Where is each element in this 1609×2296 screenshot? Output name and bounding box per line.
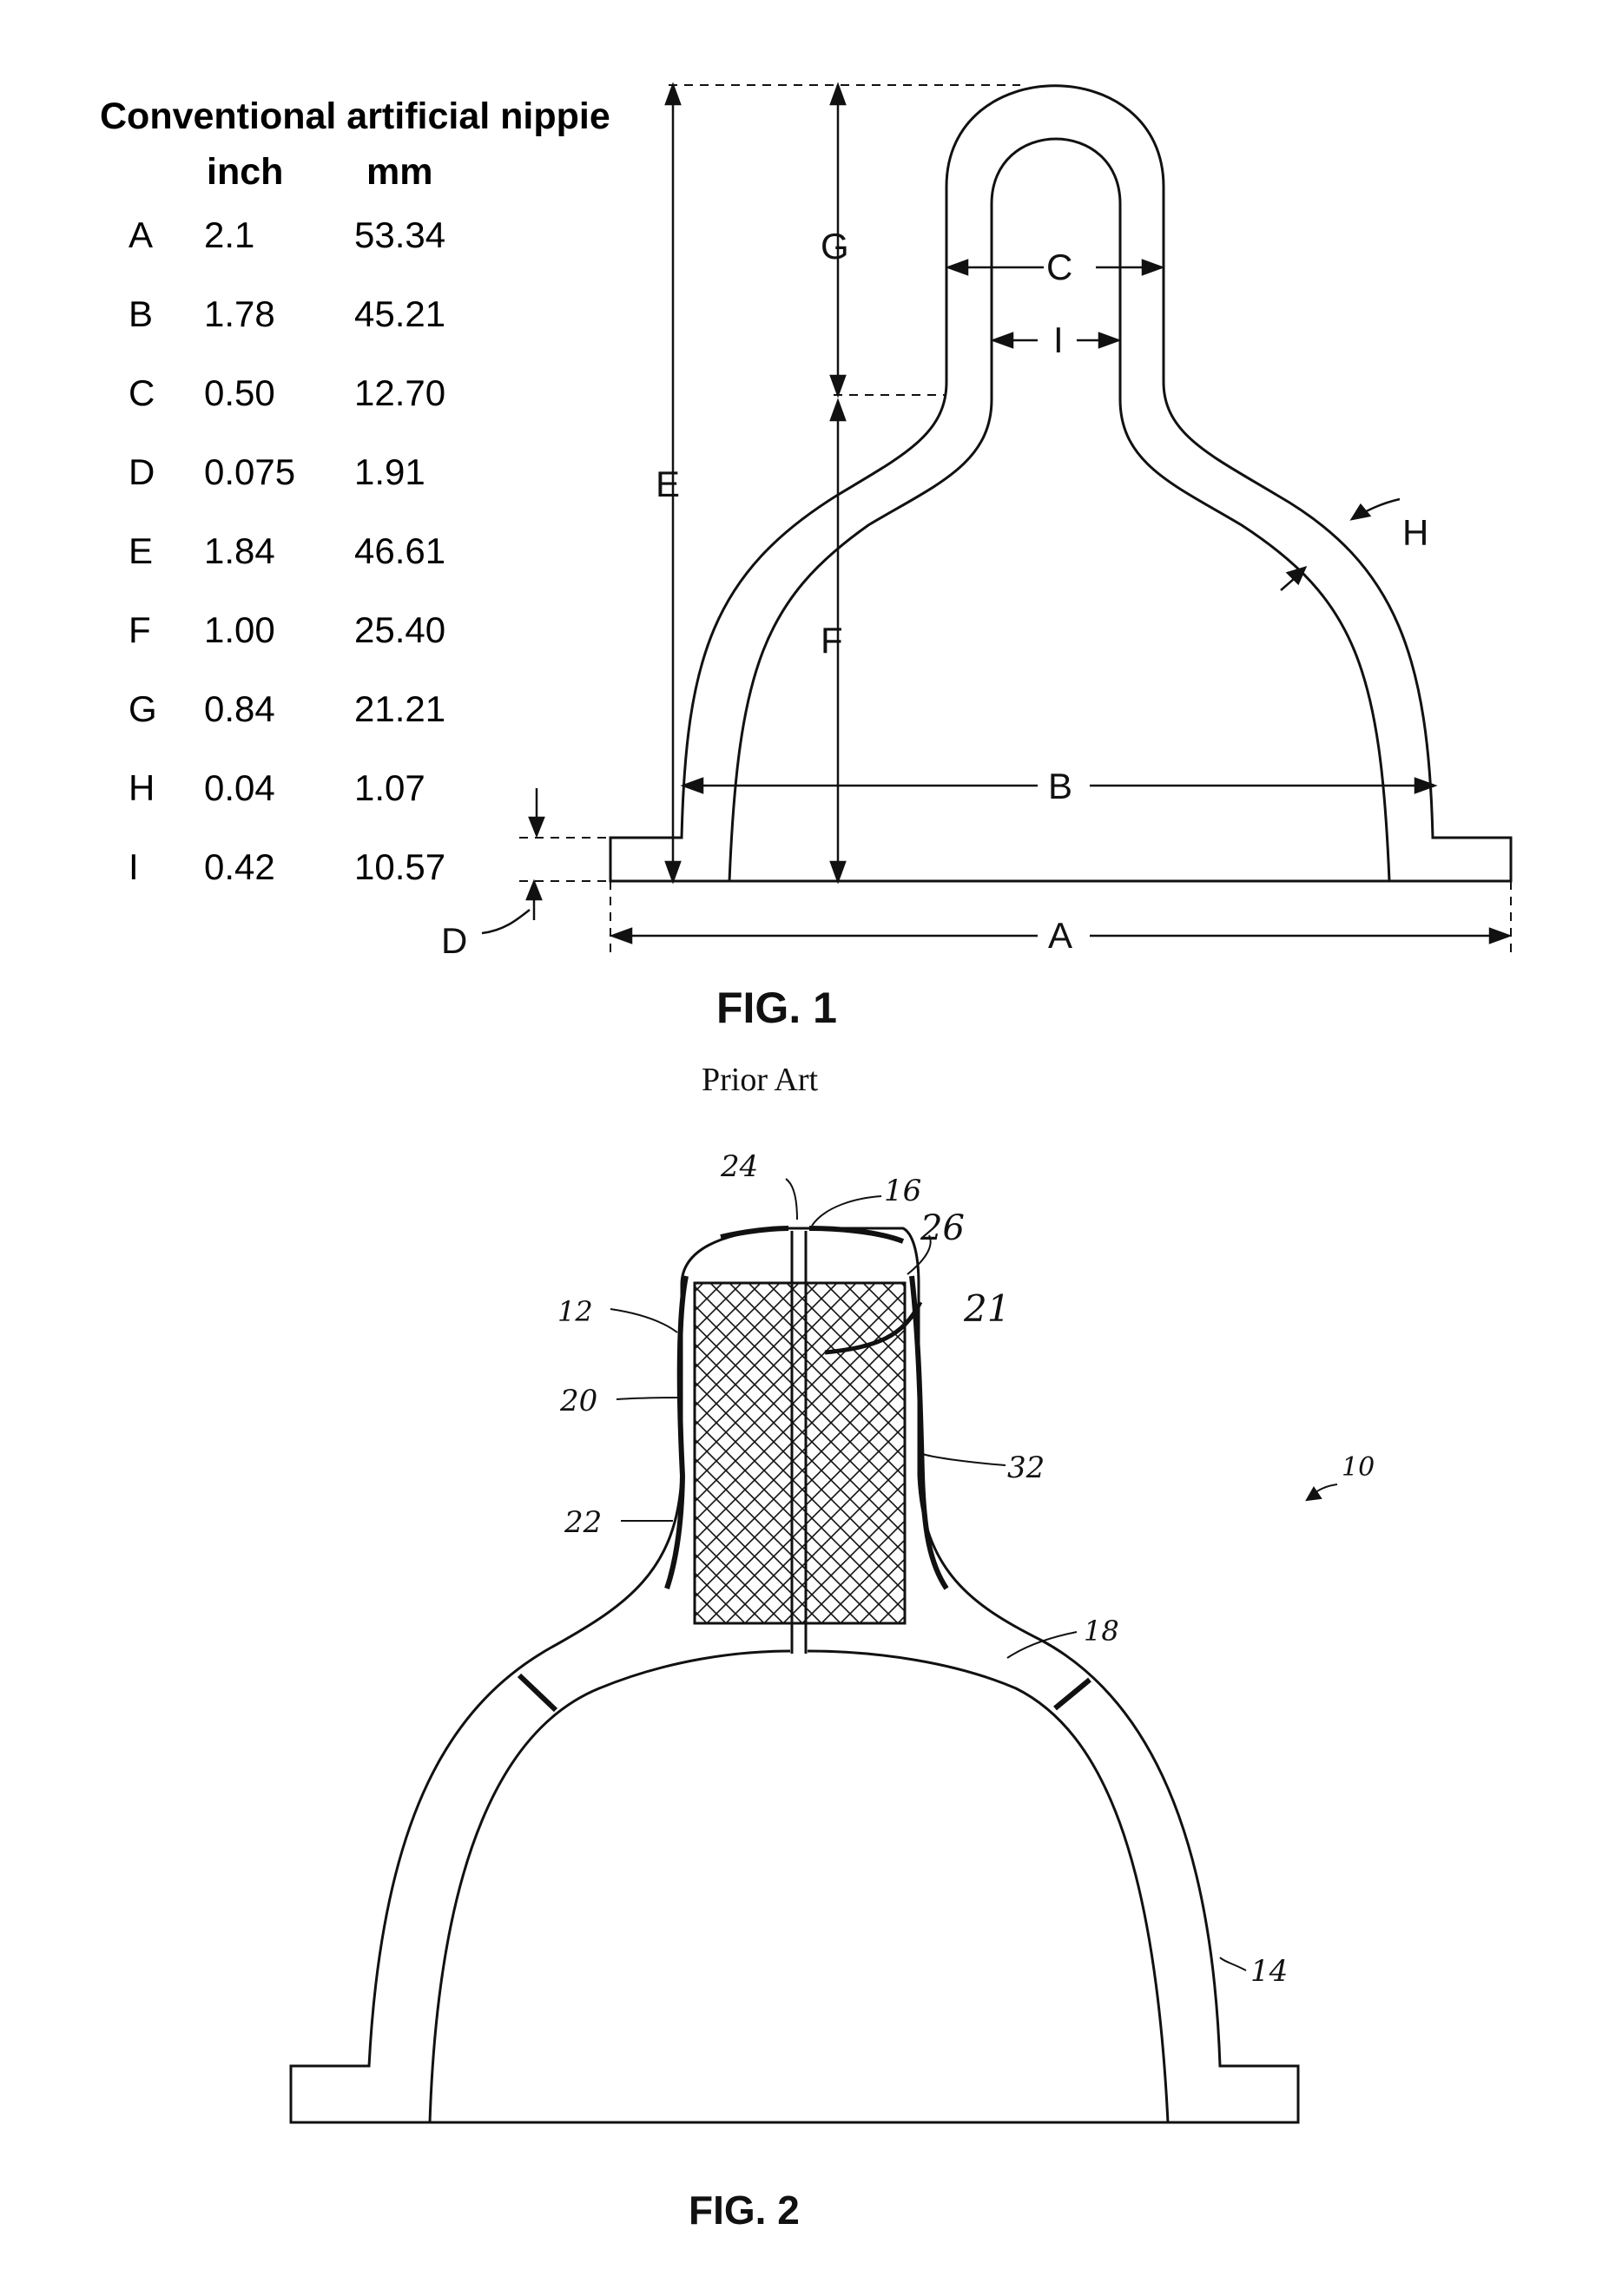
ref-10: 10 [1342,1452,1375,1483]
column-header-inch: inch [207,151,283,193]
ref-14: 14 [1250,1954,1288,1989]
fig1-diagram: G C I E F H B D A FIG. 1 Prior Art [441,85,1511,1098]
table-row: F 1.00 25.40 [129,609,445,650]
ref-26: 26 [920,1208,965,1248]
fig1-label-a: A [1048,915,1072,956]
table-row-inch: 0.075 [204,451,295,492]
fig1-label-c: C [1046,247,1072,287]
table-row-mm: 25.40 [354,609,445,650]
table-row-mm: 10.57 [354,846,445,887]
table-row-inch: 0.50 [204,372,275,413]
table-row: B 1.78 45.21 [129,293,445,334]
ref-20: 20 [559,1384,597,1418]
table-row-letter: E [129,530,153,571]
fig1-label-b: B [1048,766,1072,806]
fig1-subcaption: Prior Art [702,1062,819,1098]
table-row-inch: 0.04 [204,767,275,808]
fig2-inner-wall [430,1651,1168,2122]
table-row-inch: 1.00 [204,609,275,650]
ref-22: 22 [564,1505,602,1540]
table-row-letter: A [129,214,153,255]
table-row-mm: 45.21 [354,293,445,334]
table-row-inch: 0.84 [204,688,275,729]
table-row: A 2.1 53.34 [129,214,445,255]
ref-12: 12 [557,1295,593,1328]
ref-21: 21 [963,1287,1010,1330]
fig1-caption: FIG. 1 [716,984,837,1032]
table-row-mm: 12.70 [354,372,445,413]
table-row-inch: 2.1 [204,214,254,255]
table-row: D 0.075 1.91 [129,451,425,492]
table-row-letter: I [129,846,139,887]
fig2-diagram: 24 16 26 21 12 20 32 10 22 18 14 FIG. 2 [291,1149,1375,2233]
table-row-mm: 1.91 [354,451,425,492]
table-row-letter: D [129,451,155,492]
fig1-label-i: I [1053,319,1064,360]
table-row: I 0.42 10.57 [129,846,445,887]
table-row-letter: B [129,293,153,334]
table-row-inch: 1.78 [204,293,275,334]
table-row-letter: H [129,767,155,808]
fig1-extension-lines [519,85,1511,955]
table-row-mm: 53.34 [354,214,445,255]
fig1-label-g: G [821,226,849,266]
fig1-outer-wall [610,86,1511,881]
ref-24: 24 [720,1149,758,1184]
fig1-dimension-lines [482,85,1509,943]
ref-18: 18 [1084,1615,1119,1648]
table-row-mm: 1.07 [354,767,425,808]
table-row-letter: G [129,688,157,729]
column-header-mm: mm [366,151,432,193]
table-row: G 0.84 21.21 [129,688,445,729]
table-row-inch: 1.84 [204,530,275,571]
fig1-label-d: D [441,920,467,961]
table-row-mm: 46.61 [354,530,445,571]
table-row-inch: 0.42 [204,846,275,887]
fig2-hatched-insert [695,1283,905,1623]
fig1-label-f: F [821,620,843,661]
table-row-letter: C [129,372,155,413]
dimension-table: Conventional artificial nippie inch mm A… [100,95,610,887]
table-title: Conventional artificial nippie [100,95,610,137]
ref-16: 16 [884,1174,921,1208]
ref-32: 32 [1007,1451,1045,1485]
table-row: C 0.50 12.70 [129,372,445,413]
table-row-mm: 21.21 [354,688,445,729]
fig1-label-h: H [1402,512,1428,553]
fig2-caption: FIG. 2 [689,2187,800,2233]
table-row: E 1.84 46.61 [129,530,445,571]
table-rows: A 2.1 53.34B 1.78 45.21C 0.50 12.70D 0.075 1.91E… [129,214,445,887]
table-row: H 0.04 1.07 [129,767,425,808]
table-row-letter: F [129,609,151,650]
fig1-label-e: E [656,464,680,504]
